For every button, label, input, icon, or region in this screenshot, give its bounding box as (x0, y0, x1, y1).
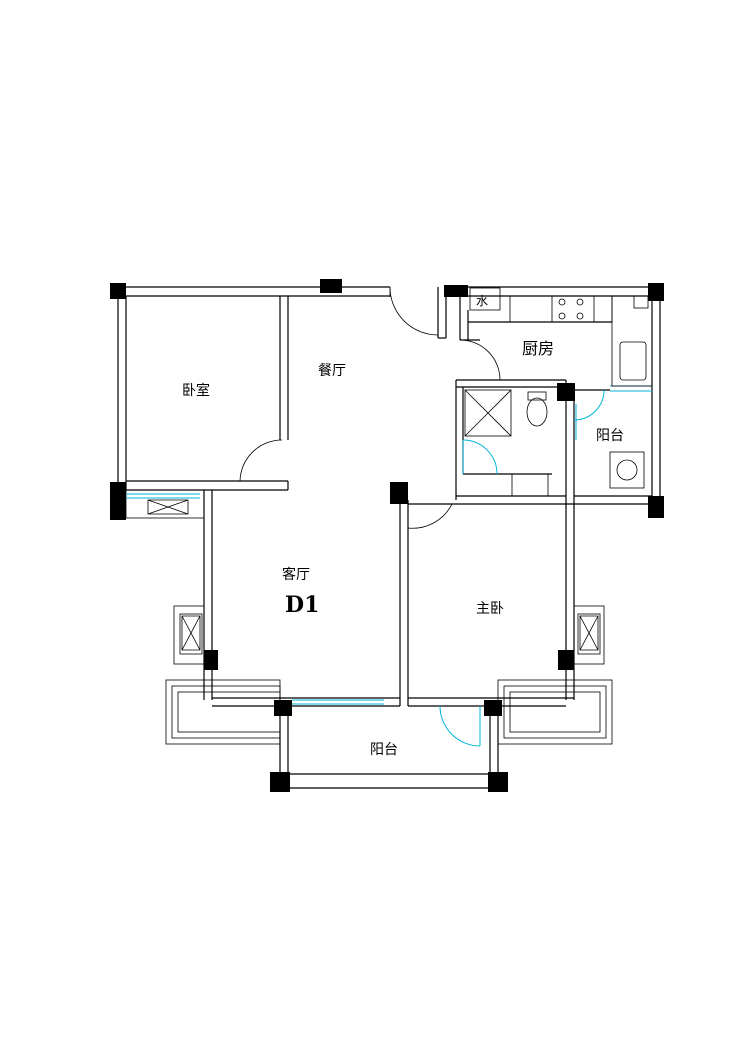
column (110, 482, 126, 520)
column (484, 700, 502, 716)
entry-door (389, 286, 439, 336)
bathroom-fixtures (464, 389, 549, 497)
washbasin-icon (511, 473, 549, 497)
doors (239, 286, 605, 747)
washing-machine-icon (609, 451, 645, 489)
column (444, 285, 468, 297)
column (110, 283, 126, 299)
column (558, 650, 574, 670)
column (648, 283, 664, 301)
room-label-balcony-south: 阳台 (370, 742, 398, 758)
room-label-dining: 餐厅 (318, 363, 346, 379)
column (390, 482, 408, 504)
water-label: 水 (476, 294, 488, 308)
balcony-fixtures (609, 451, 645, 489)
toilet-icon (526, 397, 548, 427)
kitchen-door (459, 339, 501, 381)
shower-icon (464, 389, 512, 437)
east-balcony-door (573, 389, 605, 421)
ac-unit-icon (147, 499, 189, 515)
stove-icon (551, 295, 595, 323)
columns (110, 279, 664, 792)
column (204, 650, 218, 670)
column (648, 496, 664, 518)
water-heater (469, 287, 501, 311)
bathroom-door (462, 439, 498, 475)
room-label-kitchen: 厨房 (522, 339, 554, 358)
room-labels: 卧室 餐厅 厨房 阳台 客厅 主卧 阳台 D1 (182, 339, 624, 758)
room-label-bedroom: 卧室 (182, 382, 210, 399)
room-label-master: 主卧 (476, 601, 504, 617)
column (270, 772, 290, 792)
column (274, 700, 292, 716)
ac-units (147, 499, 599, 651)
ac-unit-icon (579, 615, 599, 651)
room-label-living: 客厅 (282, 566, 310, 583)
plan-title: D1 (285, 592, 319, 618)
walls (117, 286, 661, 789)
south-balcony-door (439, 705, 481, 747)
column (557, 383, 575, 401)
column (488, 772, 508, 792)
master-door (407, 503, 453, 529)
ac-unit-icon (181, 615, 201, 651)
sink-icon (619, 341, 647, 381)
bedroom-door (239, 439, 283, 482)
kitchen-fixtures: 水 (469, 287, 653, 387)
column (320, 279, 342, 293)
room-label-balcony-east: 阳台 (596, 428, 624, 444)
